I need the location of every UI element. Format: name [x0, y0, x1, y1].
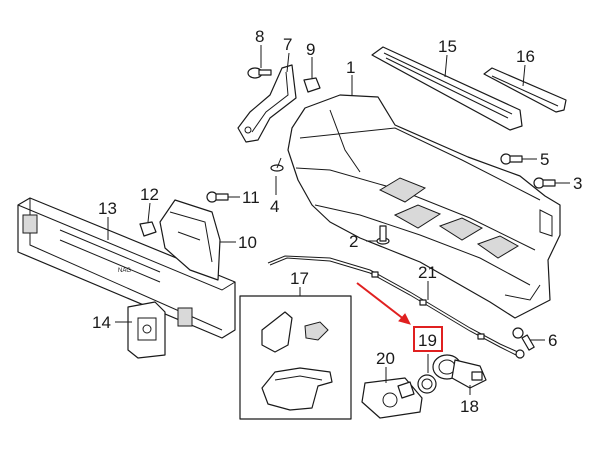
part-7-side-bracket [237, 64, 297, 143]
callout-3: 3 [573, 174, 582, 193]
callout-9: 9 [306, 40, 315, 59]
part-10-bracket [159, 199, 221, 281]
part-20-sensor-mount [361, 377, 423, 419]
part-12-clip [139, 221, 157, 237]
callout-4: 4 [270, 197, 279, 216]
callout-10: 10 [238, 233, 257, 252]
callout-5: 5 [540, 150, 549, 169]
part-2-screw [376, 225, 390, 245]
reinforcement-stamp: NAG [118, 268, 131, 274]
part-14-sensor-bracket [127, 301, 166, 359]
part-3-bolt [533, 177, 556, 189]
part-21-wiring-harness [267, 255, 525, 359]
red-arrow [356, 282, 411, 325]
callout-1: 1 [346, 58, 355, 77]
part-17-mudflap-kit [239, 295, 352, 420]
part-16-reflector [483, 67, 567, 113]
part-19-sensor-ring [417, 374, 437, 394]
callout-16: 16 [516, 47, 535, 66]
callout-20: 20 [376, 349, 395, 368]
part-9-clip-nut [303, 77, 321, 93]
callout-12: 12 [140, 185, 159, 204]
callout-21: 21 [418, 263, 437, 282]
callout-2: 2 [349, 232, 358, 251]
part-1-bumper-cover [287, 94, 561, 319]
part-15-upper-trim [371, 46, 523, 131]
part-13-reinforcement: NAG [17, 197, 236, 339]
callout-7: 7 [283, 35, 292, 54]
part-4-screw [270, 157, 284, 172]
part-11-bolt [206, 191, 229, 203]
callout-19: 19 [418, 331, 437, 350]
part-5-bolt [500, 153, 523, 165]
part-8-push-pin [247, 67, 272, 79]
part-18-parking-sensor [432, 354, 487, 389]
callout-17: 17 [290, 269, 309, 288]
callout-13: 13 [98, 199, 117, 218]
callout-11: 11 [242, 188, 260, 207]
part-6-bolt [512, 327, 535, 351]
highlight-box [413, 326, 443, 352]
callout-8: 8 [255, 27, 264, 46]
callout-6: 6 [548, 331, 557, 350]
callout-15: 15 [438, 37, 457, 56]
callout-18: 18 [460, 397, 479, 416]
callout-14: 14 [92, 313, 111, 332]
